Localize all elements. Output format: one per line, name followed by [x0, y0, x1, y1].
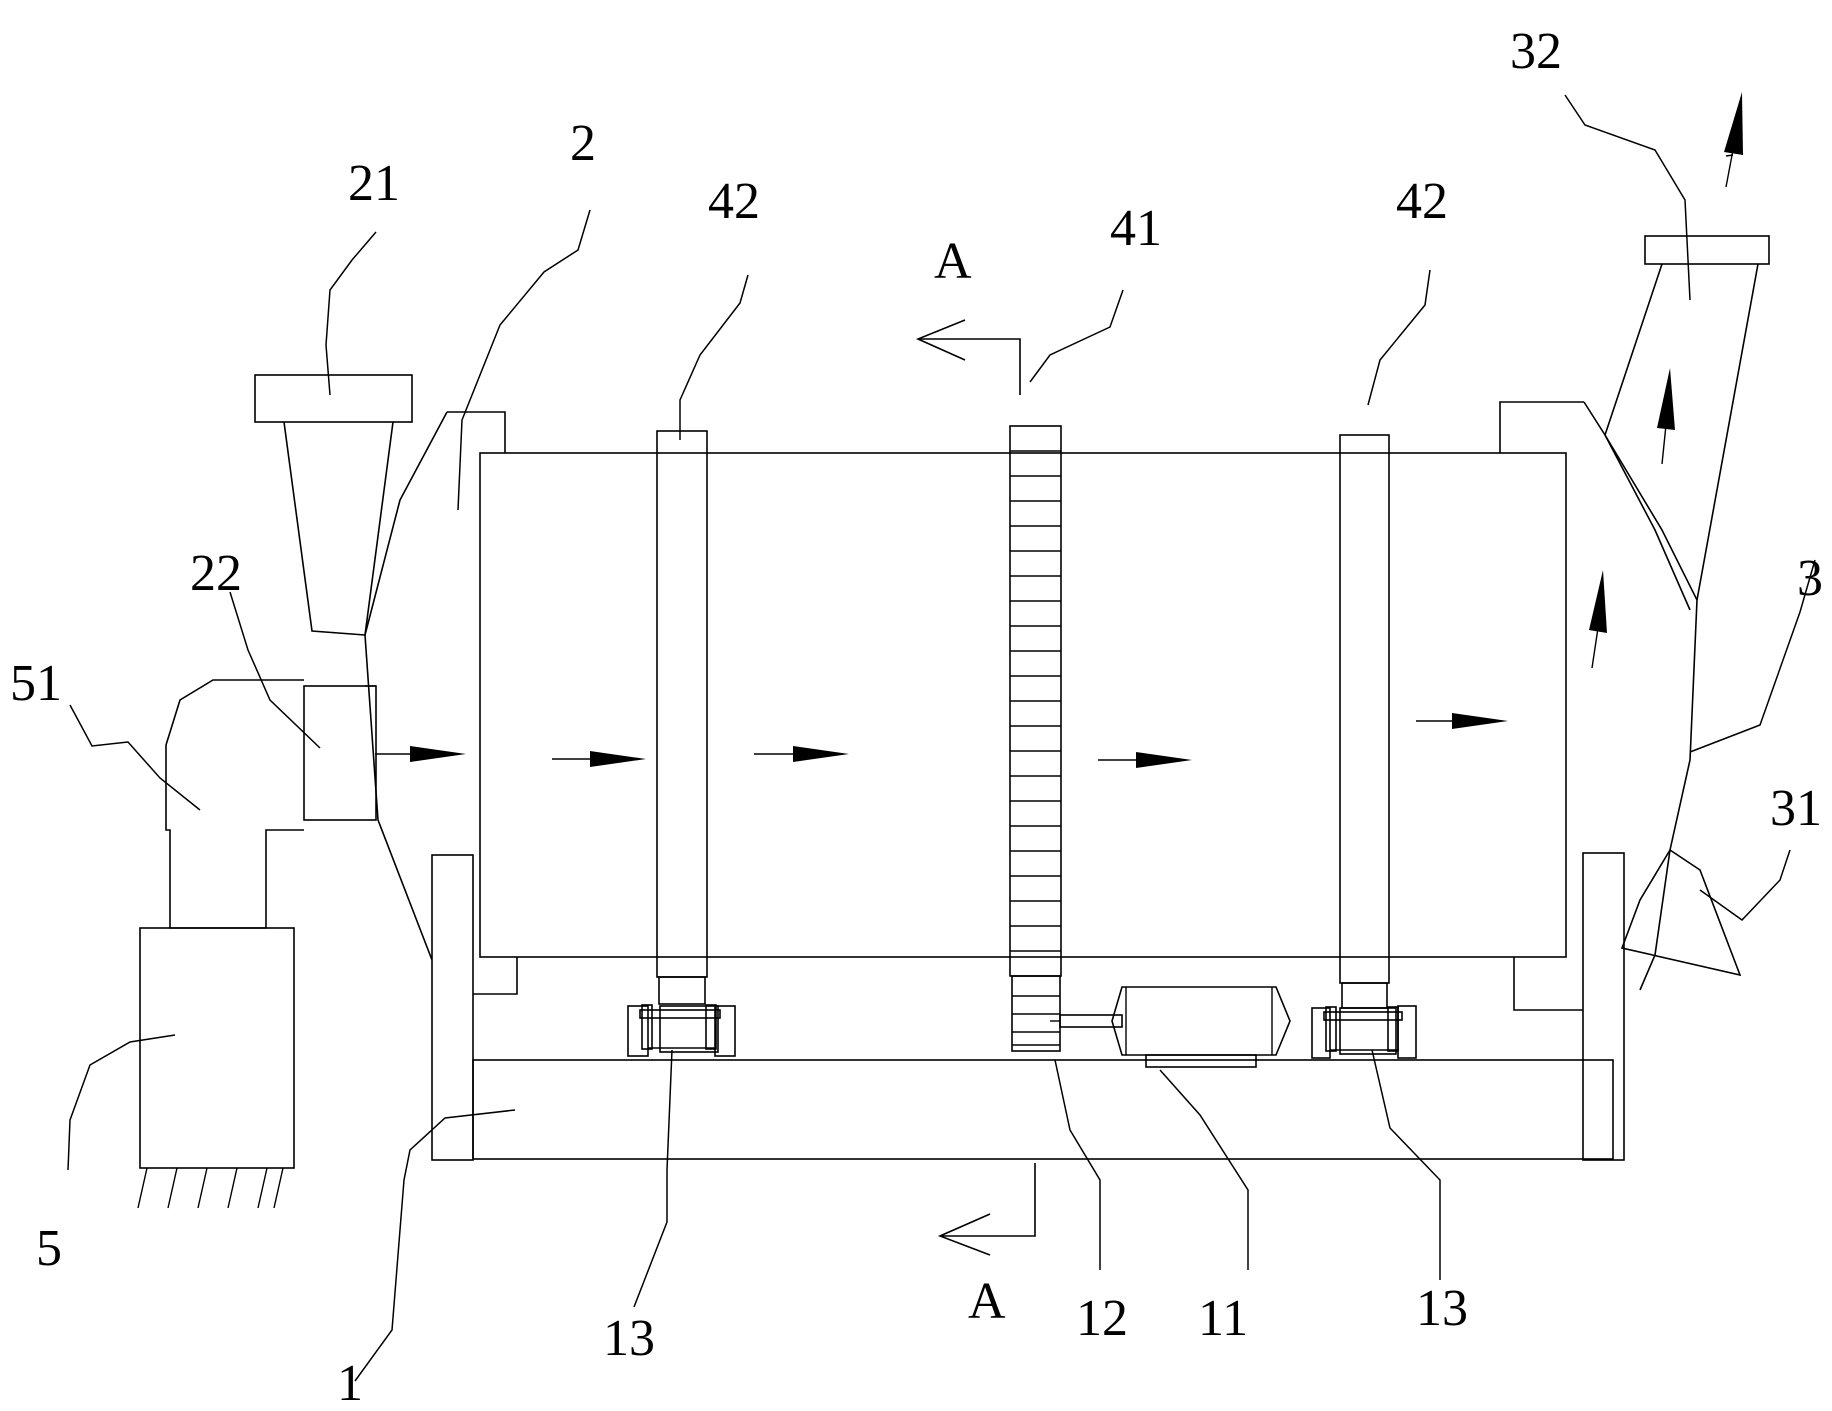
support-roller-right: [1311, 1005, 1417, 1059]
section-marker-top: [915, 319, 1021, 395]
flow-arrows: [375, 92, 1743, 768]
label-5: 5: [36, 1220, 62, 1277]
label-11: 11: [1198, 1290, 1248, 1347]
label-13-right: 13: [1416, 1280, 1468, 1337]
label-3: 3: [1797, 550, 1823, 607]
blower-duct: [165, 679, 304, 929]
pinion-gear: [1011, 975, 1061, 1052]
blower: [137, 927, 295, 1209]
part-labels: 21 2 42 A 41 42 32 3 31 22 51 5 1 13 A 1…: [10, 23, 1823, 1411]
exhaust-stack: [1604, 235, 1770, 601]
feed-head: [254, 374, 448, 961]
rotary-drum: [447, 401, 1584, 1011]
drive-motor: [1050, 986, 1291, 1068]
inlet-pipe: [303, 685, 377, 821]
label-41: 41: [1110, 200, 1162, 257]
riding-ring-left: [656, 430, 708, 1005]
label-42-left: 42: [708, 173, 760, 230]
section-marker-bottom: [937, 1163, 1036, 1256]
support-roller-left: [627, 1004, 736, 1057]
label-A-bottom: A: [968, 1273, 1006, 1330]
label-1: 1: [337, 1355, 363, 1411]
leader-lines: [67, 94, 1816, 1382]
riding-ring-right: [1339, 434, 1390, 1009]
label-32: 32: [1510, 23, 1562, 80]
label-21: 21: [348, 155, 400, 212]
label-13-left: 13: [603, 1310, 655, 1367]
label-2: 2: [570, 115, 596, 172]
label-22: 22: [190, 545, 242, 602]
label-A-top: A: [934, 233, 972, 290]
base-frame: [431, 852, 1625, 1161]
discharge-head: [1583, 401, 1698, 991]
label-12: 12: [1076, 1290, 1128, 1347]
label-51: 51: [10, 655, 62, 712]
gear-ring: [1009, 425, 1062, 977]
label-31: 31: [1770, 780, 1822, 837]
label-42-right: 42: [1396, 173, 1448, 230]
discharge-outlet: [1620, 849, 1742, 977]
